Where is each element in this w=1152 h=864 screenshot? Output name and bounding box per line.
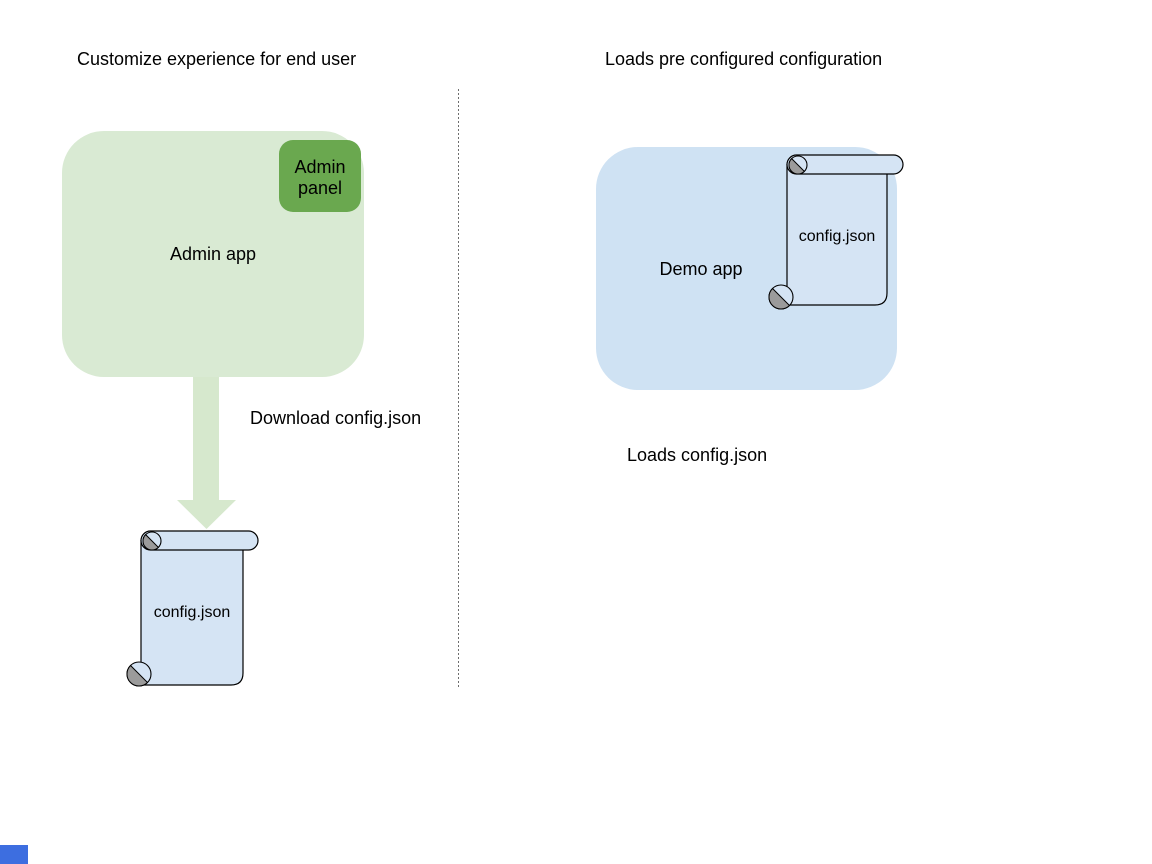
corner-marker [0, 845, 28, 864]
admin-panel-label: Admin panel [294, 156, 346, 198]
demo-config-scroll [768, 154, 904, 310]
right-section-title: Loads pre configured configuration [605, 49, 883, 69]
admin-app-label: Admin app [169, 244, 257, 264]
download-arrow [177, 377, 236, 529]
demo-config-scroll-top-roll [786, 154, 904, 175]
downloaded-config-scroll-top-roll [140, 530, 259, 551]
download-arrow-label: Download config.json [250, 408, 422, 428]
demo-app-label: Demo app [659, 259, 743, 279]
demo-config-scroll-top-curl-shading [788, 157, 806, 175]
downloaded-config-scroll-body [140, 539, 244, 686]
downloaded-config-scroll-top-curl-shading [142, 533, 160, 551]
left-section-title: Customize experience for end user [77, 49, 357, 69]
downloaded-config-label: config.json [153, 604, 231, 621]
demo-config-scroll-body [786, 163, 888, 306]
demo-config-scroll-bottom-curl-shading [768, 287, 791, 310]
downloaded-config-scroll [126, 530, 259, 687]
downloaded-config-scroll-bottom-curl-shading [126, 664, 149, 687]
demo-config-label: config.json [798, 228, 876, 245]
loads-config-caption: Loads config.json [627, 445, 768, 465]
admin-panel-box: Admin panel [279, 140, 361, 212]
